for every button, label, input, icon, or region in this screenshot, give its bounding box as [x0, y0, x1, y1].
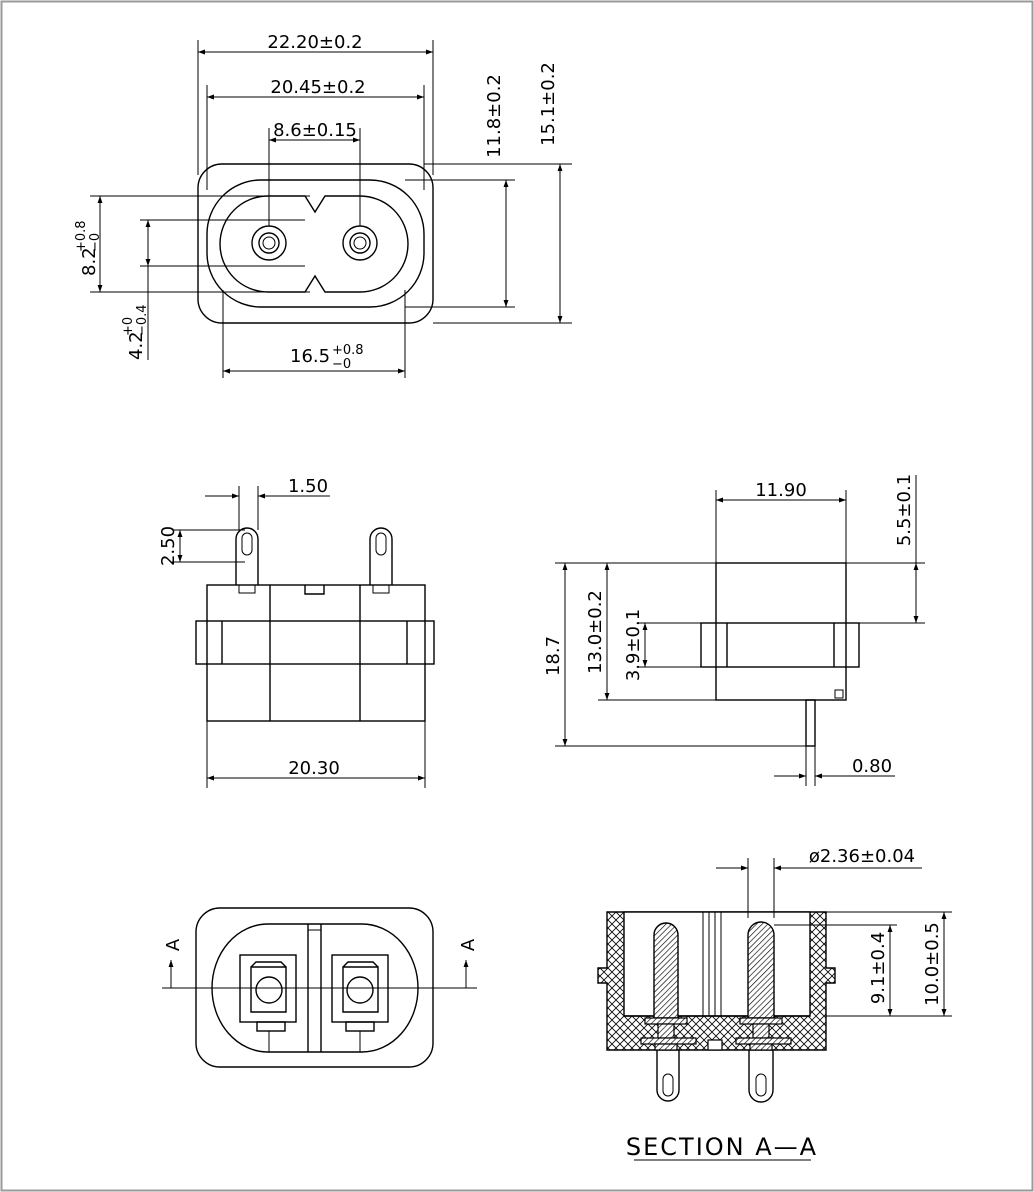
dim-height-total: 15.1±0.2 — [538, 62, 559, 146]
front-view-body — [206, 584, 426, 722]
side-view-body — [715, 562, 847, 701]
section-view-terminal-left — [656, 1050, 680, 1102]
dim-section-body-height: 10.0±0.5 — [922, 922, 943, 1006]
top-view-c8-slot — [219, 195, 409, 293]
top-view-outer-flange — [197, 163, 434, 324]
dim-flange-height: 3.9±0.1 — [623, 609, 644, 681]
dim-neck: 4.2 — [126, 331, 147, 360]
dim-slot-height: 8.2 — [79, 247, 100, 276]
dim-pin-diameter: ø2.36±0.04 — [809, 846, 915, 867]
dim-body-height: 13.0±0.2 — [585, 590, 606, 674]
top-view-inner-wall — [206, 179, 425, 308]
section-title: SECTION A—A — [626, 1133, 818, 1161]
dim-body-depth: 11.90 — [755, 480, 807, 501]
dim-width-total: 22.20±0.2 — [267, 32, 362, 53]
dim-width-inner: 20.45±0.2 — [270, 77, 365, 98]
dim-terminal-width: 1.50 — [288, 476, 328, 497]
dim-opening: 16.5 — [290, 346, 330, 367]
dim-pin-pitch: 8.6±0.15 — [273, 120, 357, 141]
dim-neck-tol-minus: −0.4 — [135, 304, 150, 336]
section-view-pin-left — [653, 922, 679, 1019]
dim-total-height: 18.7 — [543, 636, 564, 676]
top-view-pin-left — [251, 225, 287, 261]
dim-opening-tol-plus: +0.8 — [332, 343, 364, 358]
top-view: 22.20±0.2 20.45±0.2 8.6±0.15 11.8±0.2 15… — [74, 32, 572, 378]
side-view-flange — [700, 622, 860, 668]
dim-flange-offset: 5.5±0.1 — [894, 474, 915, 546]
side-view-pin — [805, 699, 816, 747]
top-view-pin-right — [342, 225, 378, 261]
section-marker-left: A — [163, 938, 184, 951]
bottom-view: A A — [162, 907, 479, 1068]
section-view: ø2.36±0.04 9.1±0.4 10.0±0.5 SECTION A—A — [597, 846, 952, 1161]
front-view-terminal-left — [235, 527, 259, 585]
front-view-terminal-right — [369, 527, 393, 585]
dim-opening-tol-minus: −0 — [332, 357, 351, 372]
section-view-pin-right — [747, 921, 775, 1019]
dim-slot-height-tol-minus: −0 — [88, 233, 103, 252]
dim-height-inner: 11.8±0.2 — [484, 74, 505, 158]
dim-pin-height: 9.1±0.4 — [868, 932, 889, 1004]
dim-terminal-length: 2.50 — [158, 526, 179, 566]
dim-neck-tol-plus: +0 — [121, 317, 136, 336]
section-marker-right: A — [458, 938, 479, 951]
section-view-terminal-right — [748, 1050, 774, 1103]
front-view: 1.50 2.50 20.30 — [158, 476, 435, 788]
bottom-view-inner-outline — [211, 923, 419, 1053]
front-view-flange — [195, 620, 435, 665]
side-view: 11.90 5.5±0.1 18.7 13.0±0.2 3.9±0.1 0.80 — [543, 474, 925, 786]
dim-slot-height-tol-plus: +0.8 — [74, 220, 89, 252]
dim-body-width: 20.30 — [288, 758, 340, 779]
dim-pin-thickness: 0.80 — [852, 756, 892, 777]
